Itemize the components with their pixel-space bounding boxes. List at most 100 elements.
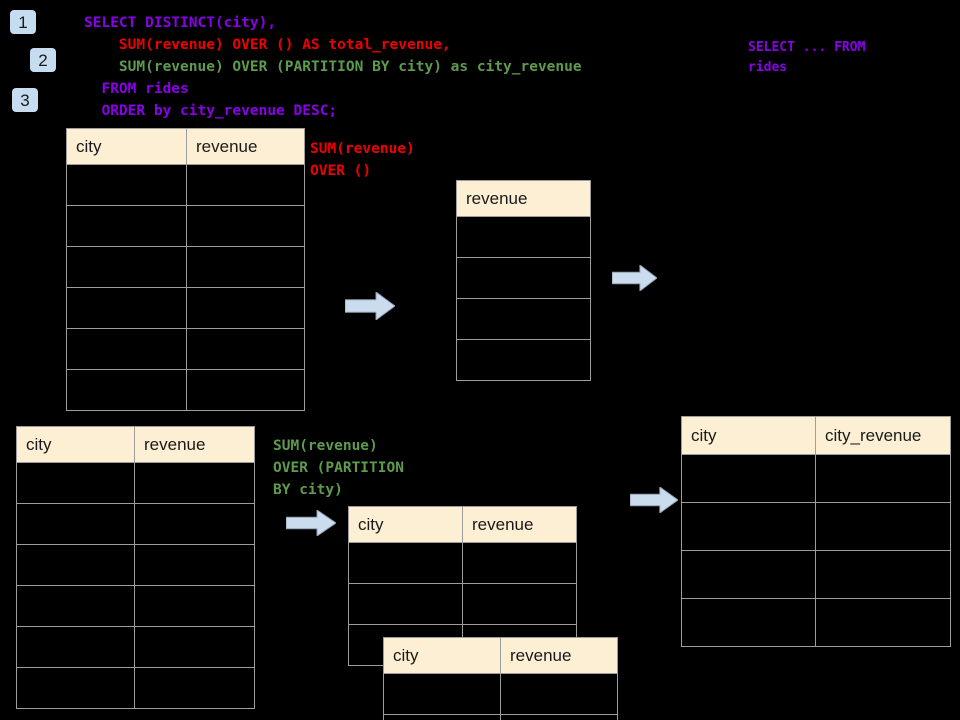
arrow-top-2 <box>612 265 657 291</box>
table-cell <box>16 585 135 627</box>
table-cell <box>16 544 135 586</box>
table-cell <box>462 542 577 584</box>
table-row <box>16 667 255 709</box>
column-header-city_revenue: city_revenue <box>815 416 951 455</box>
table-row <box>681 502 951 551</box>
table-row <box>66 328 305 370</box>
sql-query-block: SELECT DISTINCT(city), SUM(revenue) OVER… <box>84 12 582 122</box>
table-cell <box>134 462 255 504</box>
table-total-revenue: revenue <box>456 180 591 381</box>
step-badge-3: 3 <box>12 88 38 112</box>
table-cell <box>500 673 618 715</box>
table-cell <box>66 328 187 370</box>
table-row <box>681 550 951 599</box>
column-header-city: city <box>66 128 187 165</box>
column-header-revenue: revenue <box>186 128 305 165</box>
table-cell <box>16 626 135 668</box>
table-row <box>456 339 591 381</box>
table-row <box>66 369 305 411</box>
table-cell <box>815 598 951 647</box>
sql-line-5: ORDER by city_revenue DESC; <box>84 103 338 119</box>
table-cell <box>681 598 816 647</box>
table-cell <box>66 287 187 329</box>
table-row <box>16 585 255 627</box>
annot-over-empty-line-2: OVER () <box>310 163 372 179</box>
annot-over-partition-line-3: BY city) <box>273 482 343 498</box>
table-cell <box>456 339 591 381</box>
table-header-row: revenue <box>456 180 591 217</box>
column-header-revenue: revenue <box>500 637 618 674</box>
table-cell <box>66 246 187 288</box>
table-row <box>16 626 255 668</box>
table-row <box>16 462 255 504</box>
column-header-city: city <box>16 426 135 463</box>
column-header-revenue: revenue <box>134 426 255 463</box>
table-cell <box>815 454 951 503</box>
table-row <box>456 298 591 340</box>
arrow-top-1 <box>345 292 395 320</box>
table-cell <box>815 550 951 599</box>
table-row <box>456 216 591 258</box>
sql-line-3: SUM(revenue) OVER (PARTITION BY city) as… <box>84 59 582 75</box>
table-row <box>66 205 305 247</box>
table-row <box>681 454 951 503</box>
table-row <box>383 673 618 715</box>
table-row <box>348 542 577 584</box>
table-cell <box>348 542 463 584</box>
sql-line-1: SELECT DISTINCT(city), <box>84 15 277 31</box>
table-row <box>16 544 255 586</box>
column-header-revenue: revenue <box>456 180 591 217</box>
table-cell <box>16 667 135 709</box>
table-cell <box>681 502 816 551</box>
table-cell <box>815 502 951 551</box>
table-cell <box>186 369 305 411</box>
table-row <box>383 714 618 720</box>
table-row <box>681 598 951 647</box>
table-row <box>66 287 305 329</box>
table-cell <box>134 667 255 709</box>
table-row <box>66 246 305 288</box>
table-row <box>66 164 305 206</box>
table-cell <box>66 205 187 247</box>
table-row <box>456 257 591 299</box>
table-cell <box>186 164 305 206</box>
annot-over-partition-line-2: OVER (PARTITION <box>273 460 404 476</box>
sql-aside-line-1: SELECT ... FROM <box>748 40 866 55</box>
column-header-city: city <box>383 637 501 674</box>
sql-line-4: FROM rides <box>84 81 189 97</box>
table-cell <box>456 298 591 340</box>
column-header-revenue: revenue <box>462 506 577 543</box>
table-cell <box>186 328 305 370</box>
step-badge-2: 2 <box>30 48 56 72</box>
column-header-city: city <box>681 416 816 455</box>
table-cell <box>383 714 501 720</box>
table-cell <box>456 216 591 258</box>
table-cell <box>186 205 305 247</box>
step-badge-1: 1 <box>10 10 36 34</box>
table-cell <box>500 714 618 720</box>
sql-aside-label: SELECT ... FROM rides <box>748 38 865 78</box>
table-row <box>16 503 255 545</box>
table-cell <box>134 503 255 545</box>
sql-aside-line-2: rides <box>748 60 788 75</box>
table-cell <box>186 287 305 329</box>
table-cell <box>348 583 463 625</box>
table-cell <box>134 544 255 586</box>
table-cell <box>383 673 501 715</box>
table-cell <box>66 164 187 206</box>
table-cell <box>16 462 135 504</box>
annot-over-partition-line-1: SUM(revenue) <box>273 438 378 454</box>
arrow-bottom-2 <box>630 487 678 513</box>
table-row <box>348 583 577 625</box>
column-header-city: city <box>348 506 463 543</box>
annot-over-empty: SUM(revenue)OVER () <box>310 138 415 182</box>
